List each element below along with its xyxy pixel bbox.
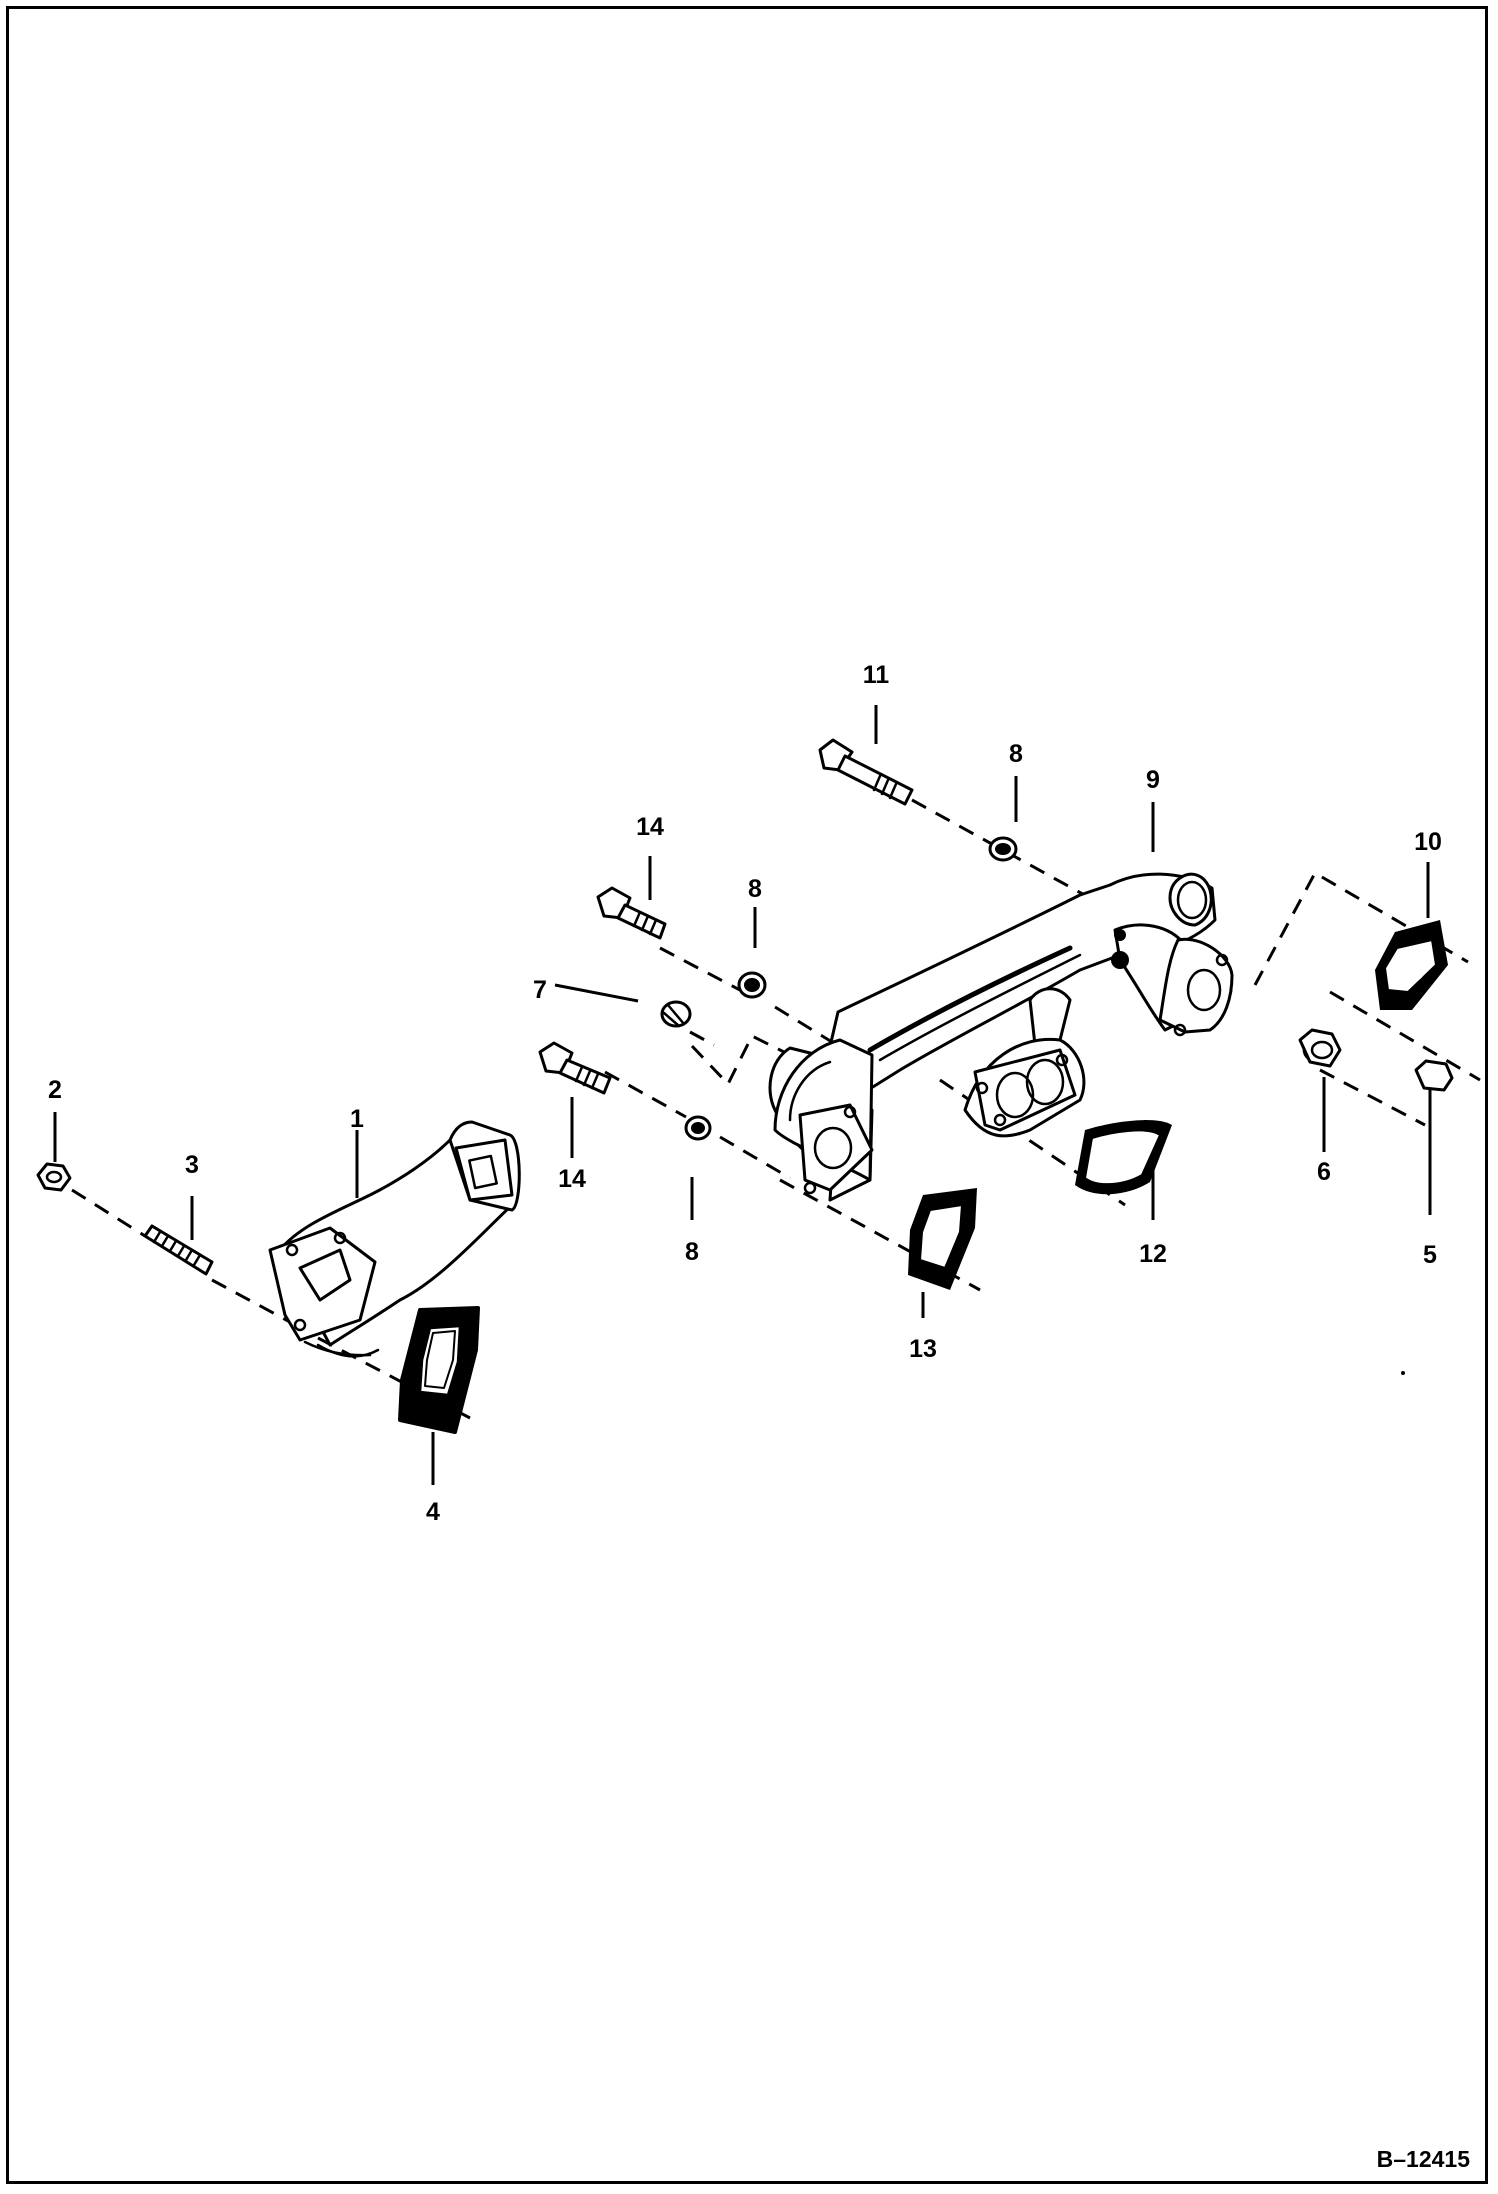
part-2-nut bbox=[36, 1162, 72, 1192]
part-11-bolt bbox=[818, 738, 914, 806]
part-1-elbow-manifold bbox=[268, 1120, 521, 1358]
callout-14-lower: 14 bbox=[558, 1165, 586, 1193]
leader-lines bbox=[53, 705, 1432, 1485]
part-4-gasket bbox=[398, 1306, 480, 1434]
part-10-gasket bbox=[1375, 920, 1448, 1010]
callout-6: 6 bbox=[1317, 1158, 1331, 1186]
callout-11: 11 bbox=[863, 661, 890, 689]
part-12-gasket bbox=[1075, 1120, 1172, 1195]
part-8-washer-top bbox=[988, 836, 1018, 862]
callout-8-lower: 8 bbox=[685, 1238, 699, 1266]
part-8-washer-mid bbox=[737, 971, 767, 999]
callout-14-upper: 14 bbox=[636, 813, 664, 841]
callout-8-upper: 8 bbox=[1009, 740, 1023, 768]
callout-2: 2 bbox=[48, 1076, 62, 1104]
part-7-plug bbox=[660, 1000, 692, 1028]
callout-13: 13 bbox=[909, 1335, 937, 1363]
callout-3: 3 bbox=[185, 1151, 199, 1179]
part-8-washer-low bbox=[684, 1115, 712, 1141]
part-5-plug bbox=[1414, 1059, 1454, 1092]
callout-labels: 1 2 3 4 5 6 7 8 8 8 9 10 11 12 13 14 14 bbox=[48, 661, 1442, 1526]
callout-5: 5 bbox=[1423, 1241, 1437, 1269]
callout-9: 9 bbox=[1146, 766, 1160, 794]
callout-10: 10 bbox=[1414, 828, 1442, 856]
part-3-stud bbox=[143, 1224, 214, 1276]
part-9-main-manifold bbox=[768, 872, 1234, 1202]
part-13-gasket bbox=[908, 1188, 977, 1290]
drawing-reference-number: B–12415 bbox=[1377, 2146, 1471, 2172]
drawing-frame bbox=[6, 6, 1488, 2184]
part-14-bolt-lower bbox=[538, 1041, 612, 1095]
stray-dot bbox=[1401, 1371, 1405, 1375]
callout-12: 12 bbox=[1139, 1240, 1167, 1268]
callout-1: 1 bbox=[350, 1105, 364, 1133]
part-14-bolt-upper bbox=[596, 886, 667, 940]
callout-8-middle: 8 bbox=[748, 875, 762, 903]
callout-7: 7 bbox=[533, 976, 547, 1004]
part-6-plug bbox=[1298, 1028, 1342, 1068]
callout-4: 4 bbox=[426, 1498, 440, 1526]
